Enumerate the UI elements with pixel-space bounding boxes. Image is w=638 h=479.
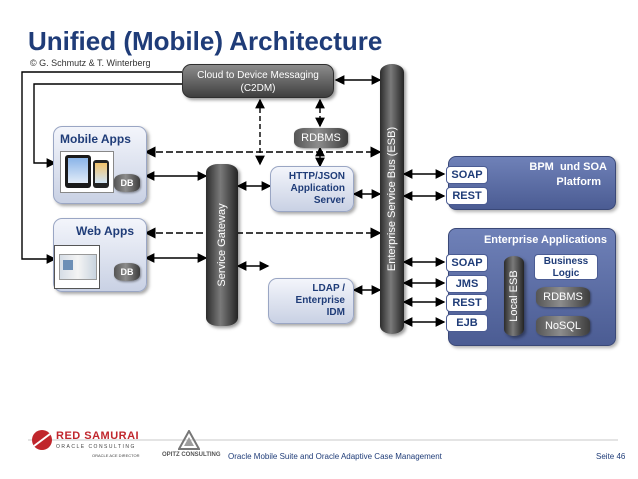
business-logic-box: Business Logic: [534, 254, 598, 280]
http-server-line2: Application: [290, 183, 345, 194]
opitz-text: OPITZ CONSULTING: [162, 452, 221, 458]
ea-nosql-cylinder: NoSQL: [536, 316, 590, 336]
rdbms-top-label: RDBMS: [301, 132, 341, 144]
service-gateway-label: Service Gateway: [216, 203, 228, 287]
c2dm-to-mobile-line: [33, 83, 182, 168]
opitz-logo-icon: [178, 430, 200, 450]
c2dm-label-line2: (C2DM): [240, 83, 276, 94]
web-db-label: DB: [120, 267, 134, 277]
page-title: Unified (Mobile) Architecture: [28, 26, 383, 56]
ldap-line1: LDAP /: [312, 283, 345, 294]
rdbms-cylinder-top: RDBMS: [294, 128, 348, 148]
browser-screenshot-icon: [54, 245, 100, 289]
bpm-rest-pill: REST: [446, 187, 488, 205]
http-server-line1: HTTP/JSON: [288, 171, 345, 182]
http-server-line3: Server: [313, 195, 345, 206]
esb-cylinder: Enterprise Service Bus (ESB): [380, 64, 404, 334]
business-logic-line1: Business: [543, 256, 589, 267]
enterprise-apps-title: Enterprise Applications: [483, 234, 607, 246]
c2dm-box: Cloud to Device Messaging (C2DM): [182, 64, 334, 98]
ea-rest-pill: REST: [446, 294, 488, 312]
local-esb-label: Local ESB: [508, 270, 520, 322]
web-db-cylinder: DB: [114, 263, 140, 281]
c2dm-label-line1: Cloud to Device Messaging: [197, 70, 319, 81]
bpm-soap-pill: SOAP: [446, 166, 488, 184]
local-esb-cylinder: Local ESB: [504, 256, 524, 336]
http-app-server-box: HTTP/JSON Application Server: [270, 166, 354, 212]
samurai-logo-icon: [32, 430, 52, 450]
mobile-apps-label: Mobile Apps: [60, 132, 131, 146]
c2dm-to-web-line: [21, 71, 182, 264]
web-apps-label: Web Apps: [76, 224, 135, 238]
mobile-db-cylinder: DB: [114, 174, 140, 192]
ea-nosql-label: NoSQL: [544, 320, 582, 332]
ea-rdbms-label: RDBMS: [543, 291, 583, 303]
bpm-title-line1: BPM und SOA: [529, 161, 607, 173]
mobile-devices-icon: [60, 151, 114, 193]
opitz-logo: OPITZ CONSULTING: [162, 430, 221, 464]
ea-ejb-pill: EJB: [446, 314, 488, 332]
web-apps-box: Web Apps DB: [53, 218, 147, 292]
footer-text: Oracle Mobile Suite and Oracle Adaptive …: [228, 452, 442, 461]
bpm-title-line2: Platform: [556, 176, 601, 188]
ea-rdbms-cylinder: RDBMS: [536, 287, 590, 307]
ldap-line3: IDM: [326, 307, 345, 318]
red-samurai-sub: ORACLE CONSULTING: [56, 444, 136, 450]
page-number: Seite 46: [596, 452, 626, 461]
red-samurai-logo: RED SAMURAI ORACLE CONSULTING ORACLE ACE…: [30, 424, 158, 464]
mobile-apps-box: Mobile Apps DB: [53, 126, 147, 204]
business-logic-line2: Logic: [552, 268, 580, 279]
red-samurai-tag: ORACLE ACE DIRECTOR: [92, 453, 140, 458]
ldap-line2: Enterprise: [295, 295, 345, 306]
ldap-idm-box: LDAP / Enterprise IDM: [268, 278, 354, 324]
ea-jms-pill: JMS: [446, 275, 488, 293]
author-credit: © G. Schmutz & T. Winterberg: [30, 58, 151, 68]
mobile-db-label: DB: [120, 178, 134, 188]
esb-label: Enterprise Service Bus (ESB): [386, 126, 398, 272]
red-samurai-text: RED SAMURAI: [56, 430, 140, 442]
service-gateway-cylinder: Service Gateway: [206, 164, 238, 326]
ea-soap-pill: SOAP: [446, 254, 488, 272]
